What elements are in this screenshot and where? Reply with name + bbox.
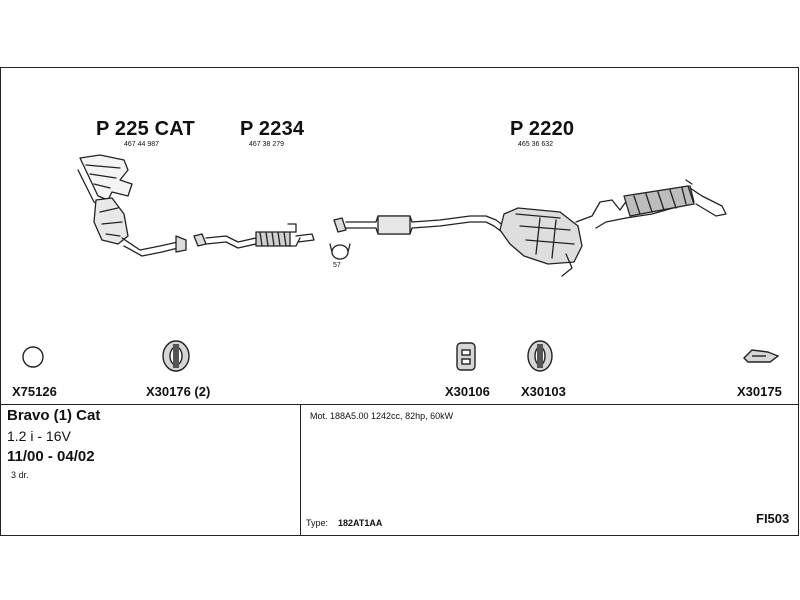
clamp-icon	[329, 243, 351, 260]
part-number-catalyst: 467 44 987	[124, 141, 160, 148]
accessory-code: X30175	[737, 384, 782, 399]
diagram-sheet	[0, 67, 799, 536]
clamp-label: 57	[333, 262, 341, 269]
exhaust-manifold-catalyst	[77, 154, 187, 257]
part-number-rear: 465 36 632	[518, 141, 554, 148]
part-title-catalyst: P 225 CAT	[96, 118, 195, 140]
vehicle-years: 11/00 - 04/02	[7, 448, 95, 465]
accessory-code: X30106	[445, 384, 490, 399]
type-value: 182AT1AA	[338, 518, 383, 528]
rubber-hanger-icon	[527, 340, 553, 372]
accessory-code: X30176 (2)	[146, 384, 211, 399]
rubber-block-icon	[456, 342, 476, 371]
type-label: Type:	[306, 518, 329, 528]
divider-horizontal	[1, 404, 798, 405]
bracket-icon	[743, 349, 780, 363]
motor-spec: Mot. 188A5.00 1242cc, 82hp, 60kW	[310, 411, 454, 421]
vehicle-engine: 1.2 i - 16V	[7, 428, 71, 444]
vehicle-model: Bravo (1) Cat	[7, 407, 101, 424]
ring-icon	[22, 346, 44, 368]
sheet-code: FI503	[756, 511, 790, 526]
rear-silencer-pipe	[333, 179, 727, 277]
rubber-hanger-icon	[162, 340, 190, 372]
part-title-intermediate: P 2234	[240, 118, 305, 140]
intermediate-pipe-flex	[193, 223, 315, 249]
vehicle-doors: 3 dr.	[11, 470, 29, 480]
part-number-intermediate: 467 38 279	[249, 141, 285, 148]
part-title-rear: P 2220	[510, 118, 575, 140]
accessory-code: X75126	[12, 384, 57, 399]
accessory-code: X30103	[521, 384, 566, 399]
divider-vertical	[300, 404, 301, 535]
